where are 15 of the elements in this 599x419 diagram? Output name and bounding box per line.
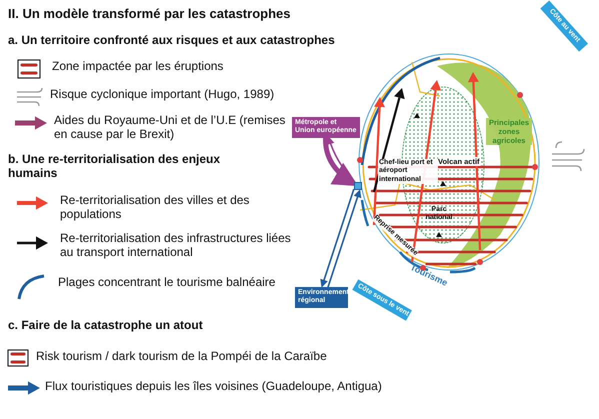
legend-text: Risque cyclonique important (Hugo, 1989): [50, 87, 276, 102]
legend-text: Plages concentrant le tourisme balnéaire: [58, 275, 276, 290]
arrow: [327, 189, 362, 288]
title: II. Un modèle transformé par les catastrophes: [8, 6, 290, 22]
legend-text: Re-territorialisation des infrastructures liées au transport international: [60, 231, 292, 260]
capital-marker: [354, 182, 362, 190]
section-heading: b. Une re-territorialisation des enjeux humains: [8, 152, 222, 181]
legend-text: Re-territorialisation des villes et des populations: [60, 193, 250, 222]
section-heading: c. Faire de la catastrophe un atout: [8, 318, 203, 332]
legend-text: Flux touristiques depuis les îles voisines (Guadeloupe, Antigua): [45, 379, 383, 394]
section-heading: a. Un territoire confronté aux risques et aux catastrophes: [8, 33, 335, 48]
arrow: [320, 188, 355, 288]
legend-text: Zone impactée par les éruptions: [52, 59, 224, 74]
legend-text: Risk tourism / dark tourism de la Pompéi de la Caraïbe: [36, 349, 328, 364]
legend-text: Aides du Royaume-Uni et de l’U.E (remises en cause par le Brexit): [54, 113, 286, 142]
